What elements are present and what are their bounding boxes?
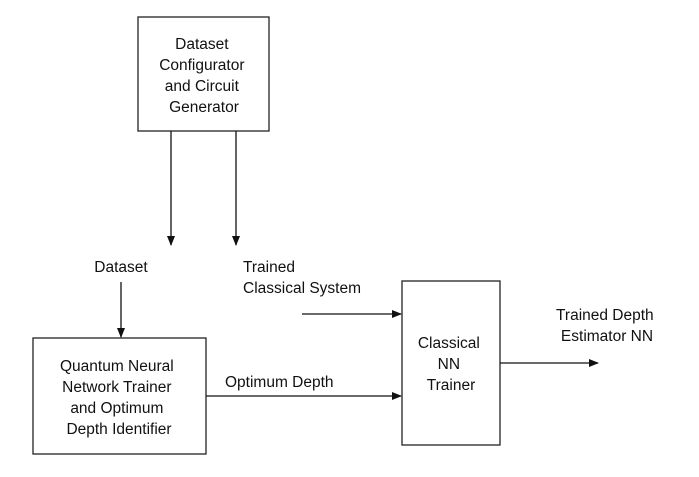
dataset-configurator-box [137, 16, 270, 132]
classical-nn-trainer-text: Classical NN Trainer [418, 335, 484, 394]
dataset-label: Dataset [94, 259, 148, 276]
qnn-trainer-box [32, 337, 207, 455]
trained-depth-estimator-label: Trained Depth Estimator NN [556, 307, 658, 345]
trained-classical-system-label: Trained Classical System [243, 259, 361, 297]
dataset-configurator-text: Dataset Configurator and Circuit Generat… [159, 36, 249, 116]
classical-nn-trainer-box [401, 280, 501, 446]
qnn-trainer-text: Quantum Neural Network Trainer and Optim… [60, 358, 178, 438]
optimum-depth-label: Optimum Depth [225, 374, 334, 391]
